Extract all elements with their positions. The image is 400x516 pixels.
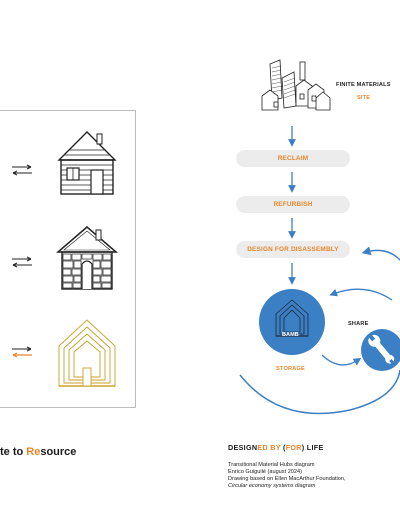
city-sketch-icon	[261, 59, 331, 111]
reclaim-step: RECLAIM	[236, 150, 350, 167]
exchange-arrows-icon	[12, 256, 32, 268]
bamb-storage-circle	[259, 289, 325, 355]
caption-line-1: Transitional Material Hubs diagram	[228, 462, 315, 468]
site-label: SITE	[357, 95, 371, 101]
design-for-disassembly-step: DESIGN FOR DISASSEMBLY	[236, 241, 350, 258]
caption-line-3: Drawing based on Ellen MacArthur Foundat…	[228, 476, 346, 482]
title-text-highlight: Re	[26, 446, 41, 458]
share-loop-bottom	[321, 354, 362, 366]
share-label: SHARE	[348, 321, 369, 327]
title-text-suffix: source	[40, 446, 77, 458]
share-loop-top	[329, 288, 393, 301]
exchange-arrows-icon	[12, 346, 32, 358]
bamb-label: BAMB	[282, 332, 299, 338]
caption-line-4: Circular economy systems diagram	[228, 483, 316, 489]
storage-label: STORAGE	[276, 366, 305, 372]
caption-line-2: Enrico Guiguilé (august 2024)	[228, 469, 303, 475]
wrench-circle-icon	[361, 329, 400, 371]
panel-title: te to Resource	[0, 446, 76, 458]
return-to-design-arrow	[361, 246, 400, 262]
log-cabin-icon	[57, 131, 117, 195]
exchange-arrows-icon	[12, 164, 32, 176]
brand-logo-text: DESIGNED BY (FOR) LIFE	[228, 443, 324, 452]
finite-materials-label: FINITE MATERIALS	[336, 82, 391, 88]
outline-house-icon	[58, 319, 116, 387]
refurbish-step: REFURBISH	[236, 196, 350, 213]
title-text-prefix: te to	[0, 446, 27, 458]
stone-house-icon	[55, 226, 119, 290]
outer-loop	[239, 369, 400, 415]
